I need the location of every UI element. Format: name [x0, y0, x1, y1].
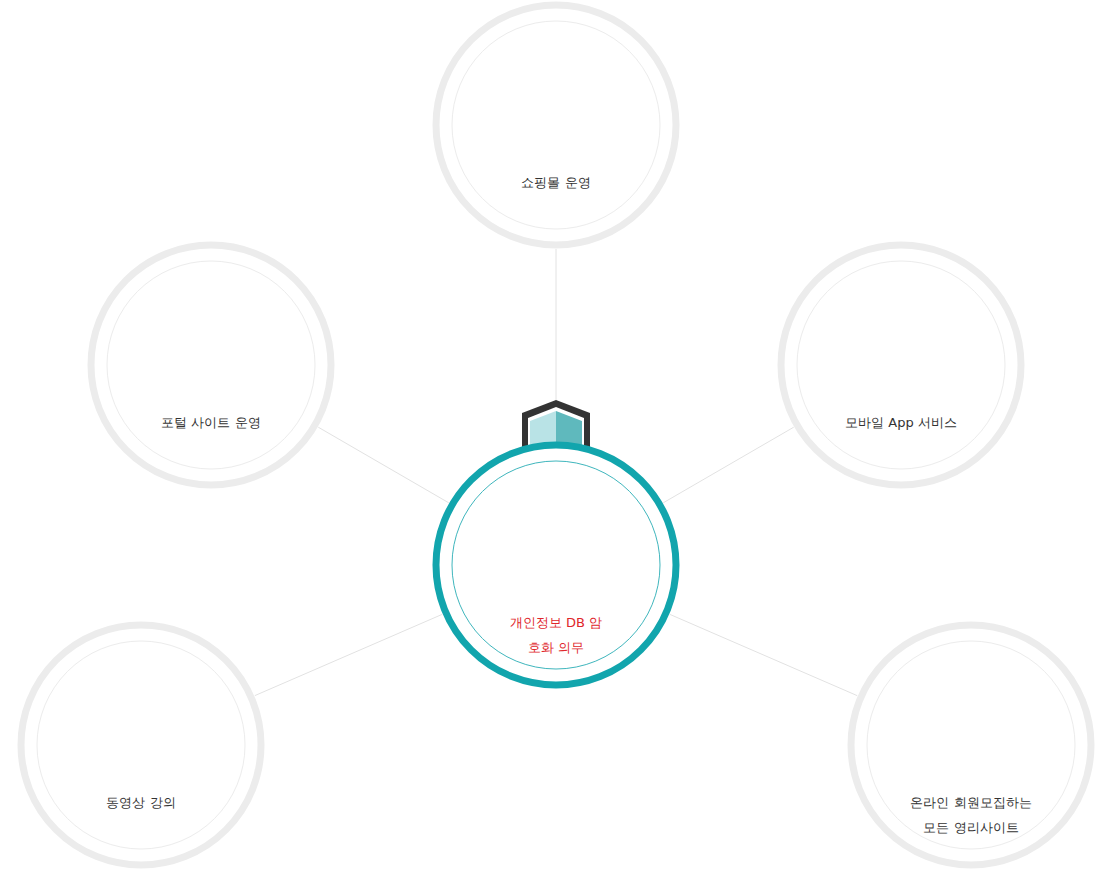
center-label: 개인정보 DB 암호화 의무	[506, 610, 606, 660]
service-label: 쇼핑몰 운영	[481, 170, 631, 195]
center-circle: 개인정보 DB 암호화 의무	[431, 440, 681, 690]
connector-line	[318, 427, 448, 503]
service-circle: 동영상 강의	[16, 620, 266, 870]
circle-outline	[16, 620, 266, 870]
service-label: 모바일 App 서비스	[826, 410, 976, 435]
service-circle: 쇼핑몰 운영	[431, 0, 681, 250]
service-label: 동영상 강의	[66, 790, 216, 815]
circle-outline	[776, 240, 1026, 490]
service-circle: 모바일 App 서비스	[776, 240, 1026, 490]
circle-outline	[86, 240, 336, 490]
connector-line	[663, 427, 793, 503]
circle-outline	[431, 0, 681, 250]
service-label: 온라인 회원모집하는 모든 영리사이트	[903, 790, 1039, 840]
service-label: 포털 사이트 운영	[136, 410, 286, 435]
service-circle: 온라인 회원모집하는 모든 영리사이트	[846, 620, 1096, 870]
connector-line	[255, 614, 442, 695]
service-circle: 포털 사이트 운영	[86, 240, 336, 490]
connector-line	[670, 614, 857, 695]
